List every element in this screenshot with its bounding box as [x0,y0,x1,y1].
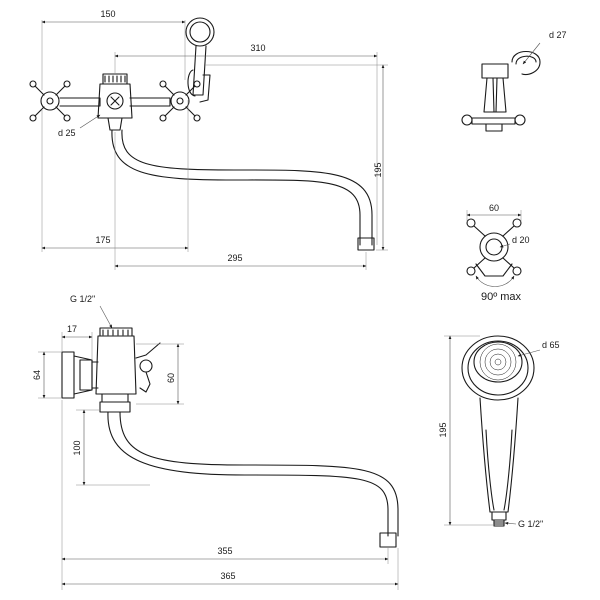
shower-head-small [185,17,215,103]
dim-17-label: 17 [67,324,77,334]
dim-365-label: 365 [220,571,235,581]
shower-head-view: d 65 195 G 1/2" [438,335,560,529]
dim-d65-label: d 65 [542,340,560,350]
shower-thread-label: G 1/2" [518,519,543,529]
dim-295-label: 295 [227,253,242,263]
dim-60-side-label: 60 [166,373,176,383]
left-cross-handle [29,80,71,122]
rotation-label: 90º max [481,291,522,303]
side-thread-label: G 1/2" [70,294,95,304]
dim-d27-label: d 27 [549,30,567,40]
dim-310-label: 310 [250,43,265,53]
dim-195-shower-label: 195 [438,422,448,437]
spout-front [111,129,373,246]
dim-175-label: 175 [95,235,110,245]
front-view: 150 310 195 d 25 175 295 [29,9,388,270]
dim-355-label: 355 [217,546,232,556]
dim-150-label: 150 [100,9,115,19]
shower-holder-view: d 27 [461,30,567,132]
right-cross-handle [159,80,201,122]
spray-nozzles [479,343,517,381]
side-view: G 1/2" 17 64 60 100 355 365 [32,294,399,590]
spout-tip [357,237,375,251]
dim-195-label: 195 [373,162,383,177]
dim-d20-label: d 20 [512,235,530,245]
handle-rotation-view: 60 d 20 90º max [466,203,530,303]
dim-d25-label: d 25 [58,128,76,138]
mixer-body [59,73,171,131]
dim-100-label: 100 [72,440,82,455]
dim-60-handle-label: 60 [489,203,499,213]
dim-64-label: 64 [32,370,42,380]
